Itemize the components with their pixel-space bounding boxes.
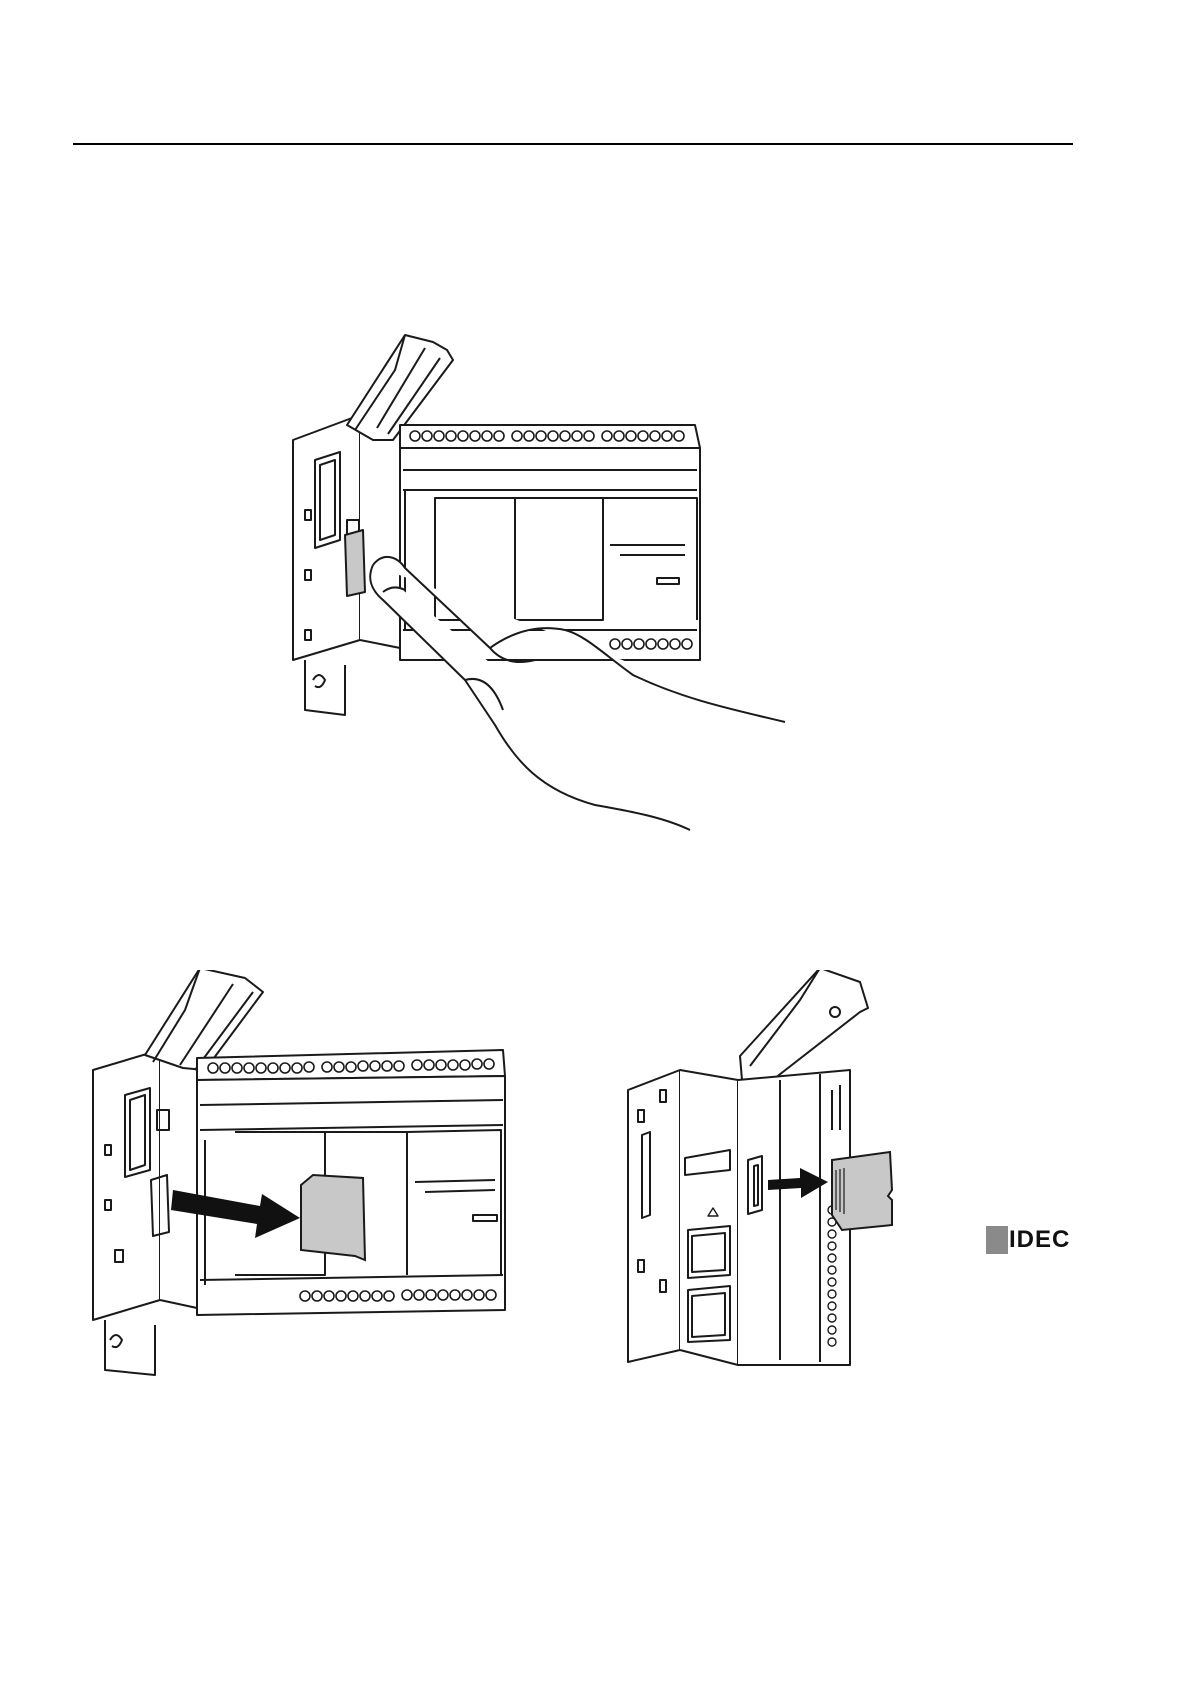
plc-all-in-one-illustration [85,970,565,1380]
plc-slim-illustration [620,970,920,1380]
idec-logo: IDEC [986,1226,1070,1254]
plc-with-hand-illustration [285,330,845,860]
figure-remove-sd-card-all-in-one [85,970,565,1380]
header-rule [73,143,1073,145]
sd-card-icon [832,1152,892,1230]
logo-text: IDEC [1009,1226,1070,1254]
logo-mark [986,1226,1008,1254]
sd-card-icon [301,1175,365,1260]
figure-insert-sd-card [285,330,845,860]
figure-remove-sd-card-slim [620,970,920,1380]
